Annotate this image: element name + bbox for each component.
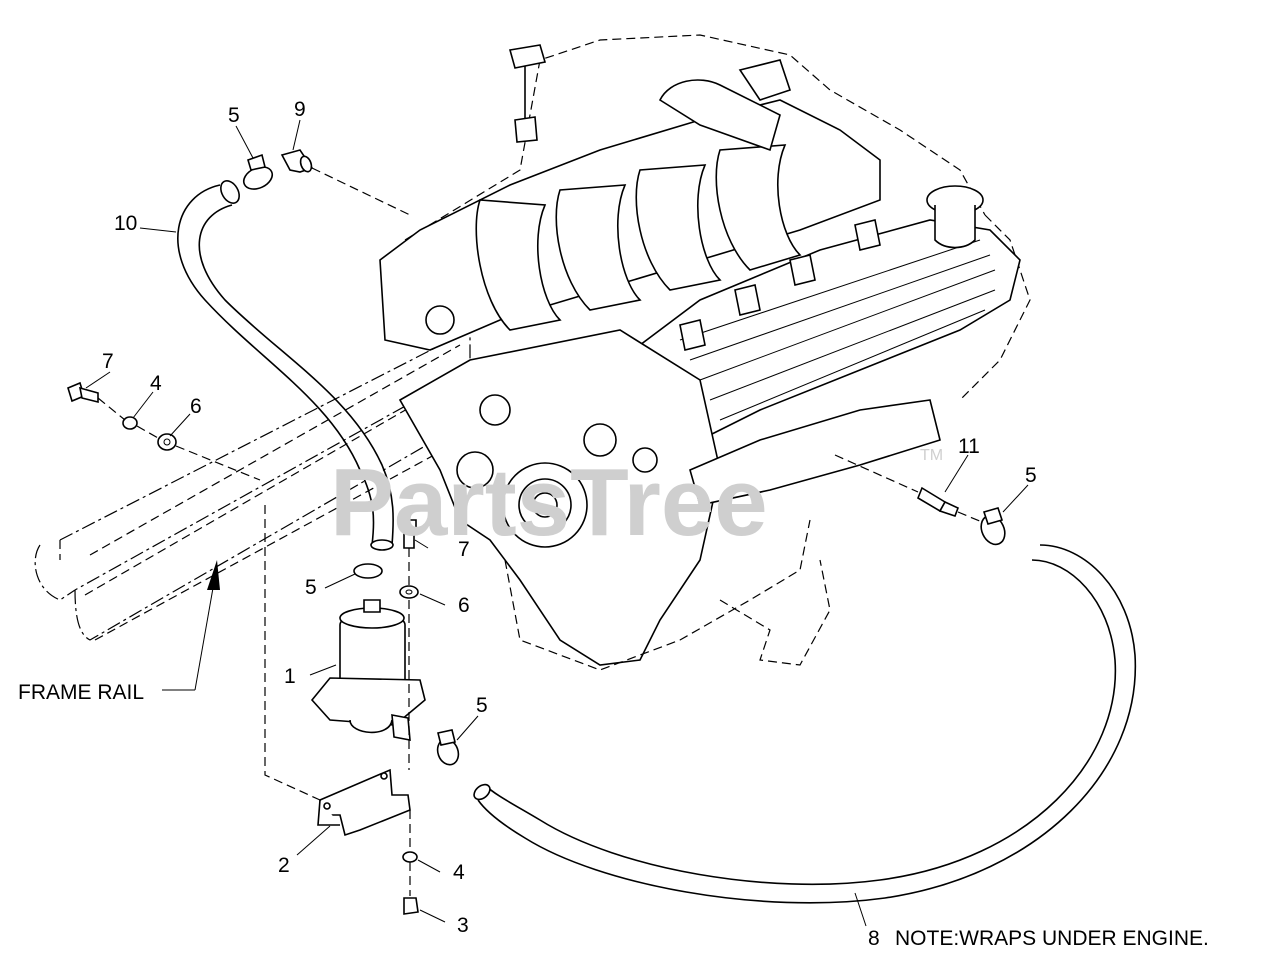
bolt-7-left bbox=[67, 381, 99, 404]
callout-10: 10 bbox=[114, 212, 137, 235]
fuel-filter-1 bbox=[310, 599, 426, 741]
leader-11-clamp bbox=[957, 511, 983, 523]
frame-rail-label: FRAME RAIL bbox=[18, 681, 144, 704]
callout-5-mid: 5 bbox=[305, 576, 317, 599]
leader-9-engine bbox=[311, 167, 411, 216]
callout-4-lower: 4 bbox=[453, 861, 465, 884]
clamp-5-mid bbox=[353, 563, 383, 579]
callout-5-lower: 5 bbox=[476, 694, 488, 717]
callout-11: 11 bbox=[958, 435, 980, 458]
washer-4-lower bbox=[402, 851, 418, 863]
hose-8 bbox=[473, 544, 1137, 904]
callout-leaders bbox=[85, 119, 1029, 927]
callout-6-left: 6 bbox=[190, 395, 202, 418]
bracket-2 bbox=[317, 768, 411, 837]
callout-6-right: 6 bbox=[458, 594, 470, 617]
barb-fitting-11 bbox=[917, 486, 960, 518]
watermark-trademark: TM bbox=[920, 447, 943, 464]
washer-4-left bbox=[122, 416, 138, 430]
clamp-5-right bbox=[980, 507, 1006, 546]
watermark: PartsTree bbox=[330, 449, 768, 556]
frame-rail-drawing bbox=[34, 329, 481, 641]
hose-10 bbox=[177, 180, 394, 551]
callout-7-right: 7 bbox=[458, 538, 470, 561]
engine-drawing bbox=[379, 34, 1031, 671]
frame-rail-arrow bbox=[194, 560, 220, 691]
leader-stud-vertical bbox=[408, 548, 411, 896]
washer-6-left bbox=[157, 433, 177, 451]
callout-5-right: 5 bbox=[1025, 464, 1037, 487]
clamp-5-lower bbox=[436, 729, 460, 766]
clamp-5-top bbox=[242, 153, 274, 190]
callout-9: 9 bbox=[294, 98, 306, 121]
leader-frame-bracket bbox=[264, 505, 321, 801]
callout-5-top: 5 bbox=[228, 104, 240, 127]
bolt-7-right bbox=[401, 519, 417, 549]
elbow-fitting-9 bbox=[280, 149, 314, 173]
callout-4-left: 4 bbox=[150, 372, 162, 395]
note-label: NOTE:WRAPS UNDER ENGINE. bbox=[895, 927, 1209, 950]
callout-8: 8 bbox=[868, 927, 880, 950]
callout-3: 3 bbox=[457, 914, 469, 937]
leader-bolt-frame bbox=[97, 397, 261, 481]
leader-11-engine bbox=[834, 454, 919, 493]
nut-3 bbox=[403, 897, 419, 915]
callout-2: 2 bbox=[278, 854, 290, 877]
callout-1: 1 bbox=[284, 665, 296, 688]
callout-7-left: 7 bbox=[102, 350, 114, 373]
washer-6-right bbox=[399, 585, 419, 599]
